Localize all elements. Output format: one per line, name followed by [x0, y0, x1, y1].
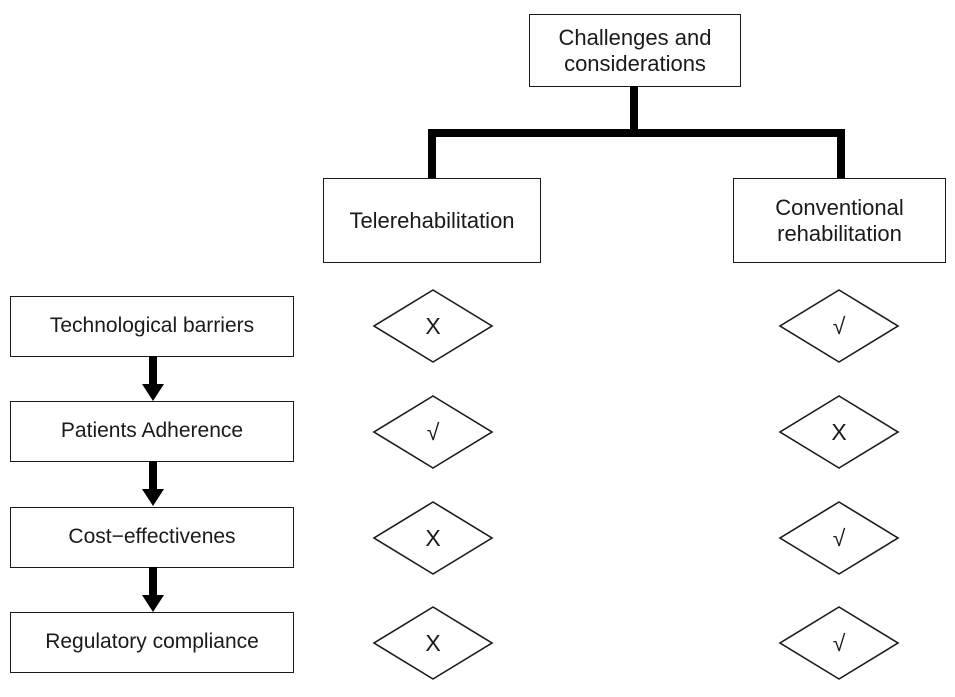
rating-diamond-conventional-regulatory-compliance[interactable]: √ — [778, 605, 900, 681]
criteria-node-label: Technological barriers — [49, 314, 255, 338]
rating-value: X — [831, 418, 847, 445]
criteria-node-label: Patients Adherence — [60, 419, 244, 443]
rating-diamond-telerehabilitation-regulatory-compliance[interactable]: X — [372, 605, 494, 681]
rating-diamond-telerehabilitation-cost-effectivenes[interactable]: X — [372, 500, 494, 576]
connector-root-stem — [630, 86, 638, 135]
branch-node-conventional-rehabilitation[interactable]: Conventional rehabilitation — [733, 178, 946, 263]
criteria-node-technological-barriers[interactable]: Technological barriers — [10, 296, 294, 357]
rating-value: X — [425, 629, 441, 656]
connector-drop-conventional-rehabilitation — [837, 129, 845, 180]
criteria-node-regulatory-compliance[interactable]: Regulatory compliance — [10, 612, 294, 673]
arrow-down-icon — [140, 567, 166, 613]
rating-value: X — [425, 524, 441, 551]
criteria-node-label: Cost−effectivenes — [68, 525, 236, 549]
branch-node-telerehabilitation[interactable]: Telerehabilitation — [323, 178, 541, 263]
criteria-node-cost-effectivenes[interactable]: Cost−effectivenes — [10, 507, 294, 568]
rating-value: √ — [832, 312, 846, 339]
arrow-down-icon — [140, 461, 166, 507]
arrow-down-icon — [140, 356, 166, 402]
rating-diamond-conventional-patients-adherence[interactable]: X — [778, 394, 900, 470]
branch-node-label: Conventional rehabilitation — [775, 194, 904, 246]
connector-horizontal-bar — [428, 129, 845, 137]
criteria-node-label: Regulatory compliance — [45, 630, 259, 654]
branch-node-label: Telerehabilitation — [349, 207, 515, 233]
rating-value: √ — [832, 524, 846, 551]
rating-value: √ — [426, 418, 440, 445]
rating-diamond-conventional-technological-barriers[interactable]: √ — [778, 288, 900, 364]
rating-diamond-conventional-cost-effectivenes[interactable]: √ — [778, 500, 900, 576]
connector-drop-telerehabilitation — [428, 129, 436, 180]
rating-diamond-telerehabilitation-patients-adherence[interactable]: √ — [372, 394, 494, 470]
rating-value: √ — [832, 629, 846, 656]
root-node-label: Challenges and considerations — [558, 24, 712, 76]
root-node-challenges-and-considerations[interactable]: Challenges and considerations — [529, 14, 741, 87]
criteria-node-patients-adherence[interactable]: Patients Adherence — [10, 401, 294, 462]
rating-value: X — [425, 312, 441, 339]
rating-diamond-telerehabilitation-technological-barriers[interactable]: X — [372, 288, 494, 364]
